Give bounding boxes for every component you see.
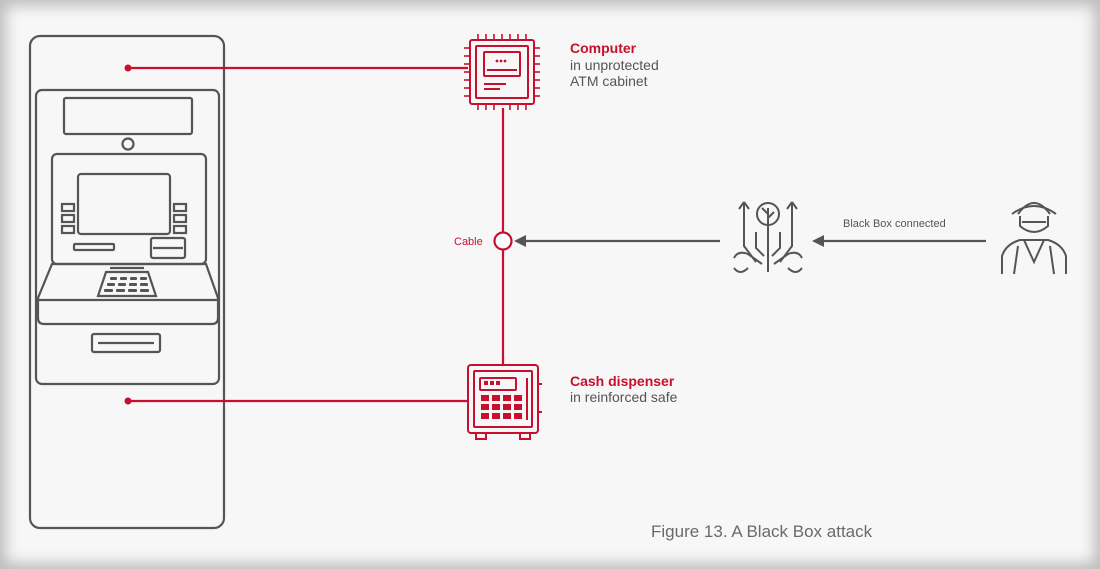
black-box-label: Black Box connected	[843, 218, 946, 230]
spy-attacker-icon	[1001, 202, 1067, 275]
atm-keypad	[104, 277, 149, 292]
cable-label: Cable	[454, 236, 483, 248]
computer-subtitle-line2: ATM cabinet	[570, 73, 648, 89]
black-box-tool-icon	[733, 201, 803, 273]
computer-subtitle-line1: in unprotected	[570, 57, 659, 73]
cable-junction	[493, 231, 513, 251]
atm-computer-port	[124, 64, 132, 72]
computer-title: Computer	[570, 40, 637, 56]
safe-keypad-icon	[467, 364, 542, 440]
atm-machine-icon	[28, 34, 226, 530]
safe-keys	[481, 381, 522, 419]
arrow-head-cable	[514, 235, 526, 247]
figure-caption: Figure 13. A Black Box attack	[651, 522, 873, 541]
arrow-head-blackbox	[812, 235, 824, 247]
connector-lines	[128, 66, 505, 403]
atm-dispenser-port	[124, 397, 132, 405]
cash-dispenser-subtitle: in reinforced safe	[570, 389, 678, 405]
cpu-chip-icon	[464, 34, 540, 110]
chip-dots	[495, 59, 507, 63]
cash-dispenser-title: Cash dispenser	[570, 373, 675, 389]
